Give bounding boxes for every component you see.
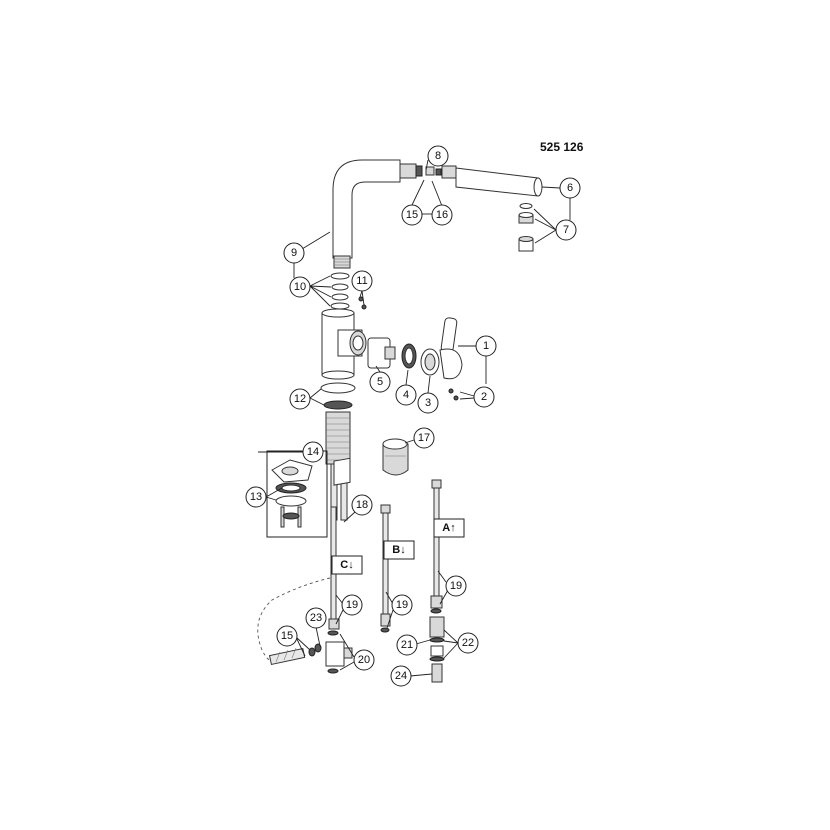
- callout-16: 16: [431, 204, 453, 226]
- svg-text:8: 8: [435, 150, 441, 162]
- callout-18: 18: [351, 494, 373, 516]
- svg-text:18: 18: [356, 499, 368, 511]
- svg-text:20: 20: [358, 654, 370, 666]
- svg-text:6: 6: [567, 182, 573, 194]
- callout-21: 21: [396, 634, 418, 656]
- svg-text:12: 12: [294, 393, 306, 405]
- svg-text:1: 1: [483, 340, 489, 352]
- callout-1: 1: [475, 335, 497, 357]
- callout-23: 23: [305, 607, 327, 629]
- callout-13: 13: [245, 486, 267, 508]
- callout-14: 14: [302, 441, 324, 463]
- svg-text:17: 17: [418, 432, 430, 444]
- callout-10: 10: [289, 276, 311, 298]
- leader-lines: [258, 159, 571, 677]
- hose-label-c: C↓: [331, 555, 363, 575]
- callout-20: 20: [353, 649, 375, 671]
- lever-handle: [439, 317, 463, 401]
- svg-text:7: 7: [563, 224, 569, 236]
- spout-threaded-end: [333, 255, 351, 269]
- callout-24: 24: [390, 665, 412, 687]
- callout-9: 9: [283, 242, 305, 264]
- svg-text:2: 2: [481, 391, 487, 403]
- svg-text:4: 4: [403, 389, 409, 401]
- hose-routing-line: [257, 577, 331, 661]
- callout-15-bottom: 15: [276, 625, 298, 647]
- callout-8: 8: [427, 145, 449, 167]
- callout-19-b: 19: [391, 594, 413, 616]
- callout-17: 17: [413, 427, 435, 449]
- callout-11: 11: [351, 270, 373, 292]
- base-washers: [320, 382, 356, 410]
- svg-text:21: 21: [401, 639, 413, 651]
- callout-12: 12: [289, 388, 311, 410]
- svg-text:15: 15: [281, 630, 293, 642]
- svg-text:23: 23: [310, 612, 322, 624]
- callout-2: 2: [473, 386, 495, 408]
- mounting-kit: [266, 450, 328, 538]
- flexible-hose: [268, 647, 306, 666]
- callout-22: 22: [457, 632, 479, 654]
- tee-connector: [308, 630, 353, 674]
- svg-text:13: 13: [250, 491, 262, 503]
- svg-text:A↑: A↑: [442, 522, 455, 534]
- callout-15-top: 15: [401, 204, 423, 226]
- callout-3: 3: [417, 392, 439, 414]
- svg-text:19: 19: [450, 580, 462, 592]
- svg-text:24: 24: [395, 670, 407, 682]
- hose-a: [430, 479, 443, 614]
- svg-text:15: 15: [406, 209, 418, 221]
- mixer-body: [321, 308, 367, 380]
- callout-4: 4: [395, 384, 417, 406]
- hose-label-b: B↓: [383, 540, 415, 560]
- hose-label-a: A↑: [433, 518, 465, 538]
- svg-text:19: 19: [346, 599, 358, 611]
- svg-text:19: 19: [396, 599, 408, 611]
- hose-weight: [382, 438, 409, 476]
- body-cap: [420, 348, 440, 376]
- cartridge-nut: [401, 343, 417, 369]
- threaded-shank: [325, 411, 351, 465]
- svg-text:14: 14: [307, 446, 319, 458]
- spout: [332, 159, 543, 259]
- svg-text:9: 9: [291, 247, 297, 259]
- svg-text:22: 22: [462, 637, 474, 649]
- callout-5: 5: [369, 371, 391, 393]
- hose-b: [380, 504, 391, 633]
- callout-7: 7: [555, 219, 577, 241]
- callout-19-c: 19: [341, 594, 363, 616]
- aerator-parts: [518, 203, 534, 252]
- valve-assembly: [429, 616, 445, 683]
- svg-text:16: 16: [436, 209, 448, 221]
- callout-19-a: 19: [445, 575, 467, 597]
- svg-text:B↓: B↓: [392, 544, 405, 556]
- svg-text:10: 10: [294, 281, 306, 293]
- svg-text:C↓: C↓: [340, 559, 353, 571]
- cartridge: [367, 337, 396, 369]
- svg-text:3: 3: [425, 397, 431, 409]
- o-rings-and-washers: [330, 272, 367, 310]
- callout-6: 6: [559, 177, 581, 199]
- model-number: 525 126: [540, 140, 584, 154]
- svg-text:5: 5: [377, 376, 383, 388]
- svg-text:11: 11: [356, 275, 367, 287]
